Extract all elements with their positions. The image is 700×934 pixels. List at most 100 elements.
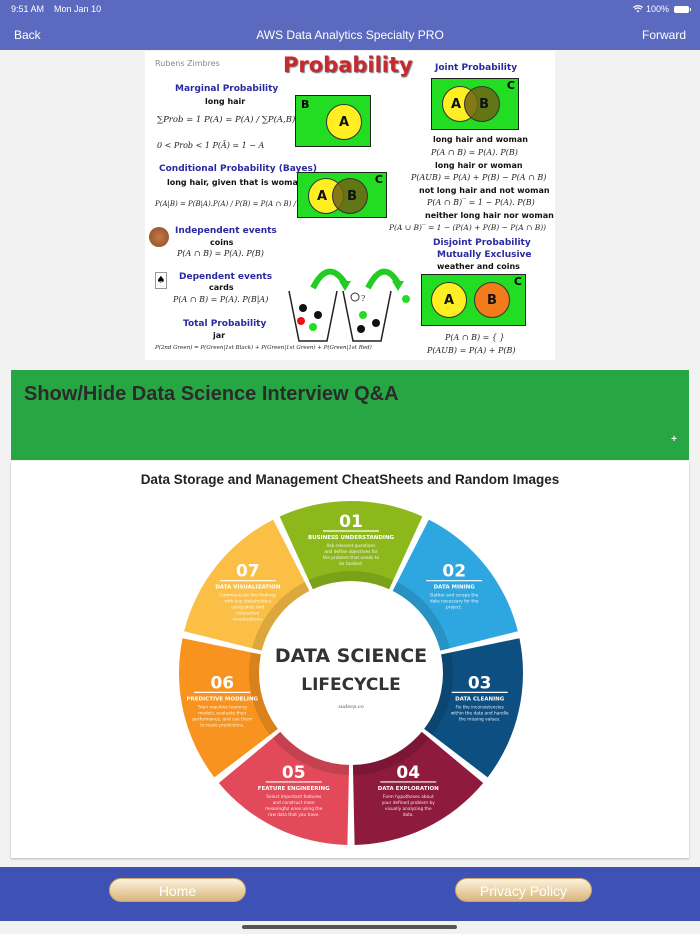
svg-text:Select important features: Select important features (266, 794, 322, 800)
jars-illustration: ? (288, 268, 410, 342)
svg-text:raw data that you have.: raw data that you have. (268, 812, 320, 818)
joint-line-1-label: long hair and woman (433, 135, 528, 144)
back-button[interactable]: Back (14, 28, 41, 42)
svg-text:and construct more: and construct more (273, 800, 315, 806)
navigation-bar: 9:51 AM Mon Jan 10 100% Back AWS Data An… (0, 0, 700, 50)
status-time: 9:51 AM (11, 4, 45, 14)
lifecycle-segment-03 (420, 638, 523, 778)
conditional-sub: long hair, given that is woman (167, 178, 304, 187)
status-bar: 9:51 AM Mon Jan 10 100% (11, 3, 691, 15)
svg-text:02: 02 (442, 562, 466, 582)
svg-text:to make predictions.: to make predictions. (200, 722, 244, 728)
qa-section-title[interactable]: Show/Hide Data Science Interview Q&A (24, 383, 399, 405)
home-button[interactable]: Home (109, 878, 246, 902)
svg-text:BUSINESS UNDERSTANDING: BUSINESS UNDERSTANDING (308, 535, 395, 541)
disjoint-heading: Disjoint Probability (433, 238, 531, 248)
independent-sub: coins (210, 238, 234, 247)
svg-text:Form hypotheses about: Form hypotheses about (383, 794, 434, 800)
forward-button[interactable]: Forward (641, 28, 686, 42)
svg-text:interactive: interactive (236, 611, 259, 617)
independent-heading: Independent events (175, 226, 277, 236)
status-date: Mon Jan 10 (54, 4, 102, 14)
venn-conditional: C A B (297, 172, 387, 218)
joint-line-2-eq: P(AUB) = P(A) + P(B) − P(A ∩ B) (411, 173, 547, 182)
joint-line-3-eq: P(A ∩ B)‾ = 1 − P(A). P(B) (427, 198, 535, 207)
svg-text:your defined problem by: your defined problem by (382, 800, 435, 806)
svg-text:models, evaluate their: models, evaluate their (198, 710, 247, 716)
svg-text:the problem that needs to: the problem that needs to (323, 555, 380, 561)
probability-cheatsheet-image: Rubens Zimbres Probability Marginal Prob… (145, 51, 555, 360)
battery-percent: 100% (645, 4, 669, 14)
bottom-toolbar: Home Privacy Policy (0, 867, 700, 921)
svg-text:visualizations.: visualizations. (233, 617, 263, 623)
wifi-icon (632, 5, 643, 13)
conditional-eq: P(A|B) = P(B|A).P(A) / P(B) = P(A ∩ B) /… (155, 200, 314, 208)
svg-text:Communicate the findings: Communicate the findings (219, 593, 277, 599)
svg-text:and define objectives for: and define objectives for (324, 549, 378, 555)
mutually-exclusive-heading: Mutually Exclusive (437, 250, 532, 260)
total-heading: Total Probability (183, 319, 267, 329)
total-eq: P(2nd Green) = P(Green|1st Black) + P(Gr… (155, 345, 372, 351)
disjoint-sub: weather and coins (437, 262, 520, 271)
svg-text:06: 06 (210, 673, 234, 693)
image-author: Rubens Zimbres (155, 59, 220, 68)
svg-text:the missing values.: the missing values. (459, 716, 501, 722)
svg-text:Train machine learning: Train machine learning (197, 704, 247, 710)
dependent-eq: P(A ∩ B) = P(A). P(B|A) (173, 295, 269, 304)
dependent-sub: cards (209, 283, 234, 292)
image-title: Probability (283, 53, 413, 77)
svg-text:meaningful ones using the: meaningful ones using the (265, 806, 323, 812)
playing-card-icon: ♠ (155, 272, 167, 289)
marginal-eq2: 0 < Prob < 1 P(Ā) = 1 − A (157, 141, 265, 150)
svg-text:04: 04 (396, 763, 420, 783)
svg-text:data necessary for the: data necessary for the (430, 599, 479, 605)
disjoint-eq1: P(A ∩ B) = { } (445, 333, 505, 342)
marginal-eq1: ∑Prob = 1 P(A) = P(A) / ∑P(A,B) (157, 115, 296, 125)
expand-plus-icon[interactable]: + (671, 434, 677, 445)
svg-text:DATA CLEANING: DATA CLEANING (455, 696, 505, 702)
svg-text:Ask relevant questions: Ask relevant questions (327, 543, 377, 549)
penny-icon (149, 227, 169, 247)
svg-text:performance, and use them: performance, and use them (192, 716, 252, 722)
venn-joint: C A B (431, 78, 519, 130)
svg-text:sudeep.co: sudeep.co (338, 704, 364, 710)
joint-line-2-label: long hair or woman (435, 161, 523, 170)
svg-text:03: 03 (468, 673, 492, 693)
lifecycle-segment-06 (179, 638, 282, 778)
svg-text:data.: data. (403, 812, 414, 818)
svg-text:within the data and handle: within the data and handle (451, 710, 509, 716)
cheatsheet-card: Data Storage and Management CheatSheets … (11, 461, 689, 858)
svg-text:project.: project. (446, 605, 462, 611)
battery-icon (674, 5, 691, 13)
svg-text:01: 01 (339, 512, 363, 532)
dependent-heading: Dependent events (179, 272, 273, 282)
home-indicator (242, 925, 457, 929)
marginal-heading: Marginal Probability (175, 84, 279, 94)
joint-line-4-eq: P(A ∪ B)‾ = 1 − (P(A) + P(B) − P(A ∩ B)) (389, 223, 547, 232)
svg-text:DATA VISUALIZATION: DATA VISUALIZATION (215, 585, 281, 591)
data-science-lifecycle-image: DATA SCIENCE LIFECYCLE sudeep.co 01BUSIN… (179, 501, 523, 845)
page-title: AWS Data Analytics Specialty PRO (256, 28, 444, 42)
interview-qa-toggle[interactable]: Show/Hide Data Science Interview Q&A + (11, 370, 689, 460)
svg-text:?: ? (361, 294, 365, 303)
venn-marginal: B A (295, 95, 371, 147)
privacy-policy-button[interactable]: Privacy Policy (455, 878, 592, 902)
svg-text:be tackled.: be tackled. (339, 561, 363, 567)
marginal-sub: long hair (205, 97, 246, 106)
svg-text:with key stakeholders: with key stakeholders (224, 599, 272, 605)
venn-disjoint: C A B (421, 274, 526, 326)
joint-line-4-label: neither long hair nor woman (425, 211, 554, 220)
svg-text:visually analyzing the: visually analyzing the (385, 806, 432, 812)
independent-eq: P(A ∩ B) = P(A). P(B) (177, 249, 264, 258)
svg-text:LIFECYCLE: LIFECYCLE (301, 675, 401, 695)
conditional-heading: Conditional Probability (Bayes) (159, 164, 317, 174)
joint-heading: Joint Probability (435, 63, 518, 73)
svg-text:Gather and scrape the: Gather and scrape the (430, 593, 479, 599)
svg-text:DATA EXPLORATION: DATA EXPLORATION (378, 786, 439, 792)
svg-text:05: 05 (282, 763, 306, 783)
